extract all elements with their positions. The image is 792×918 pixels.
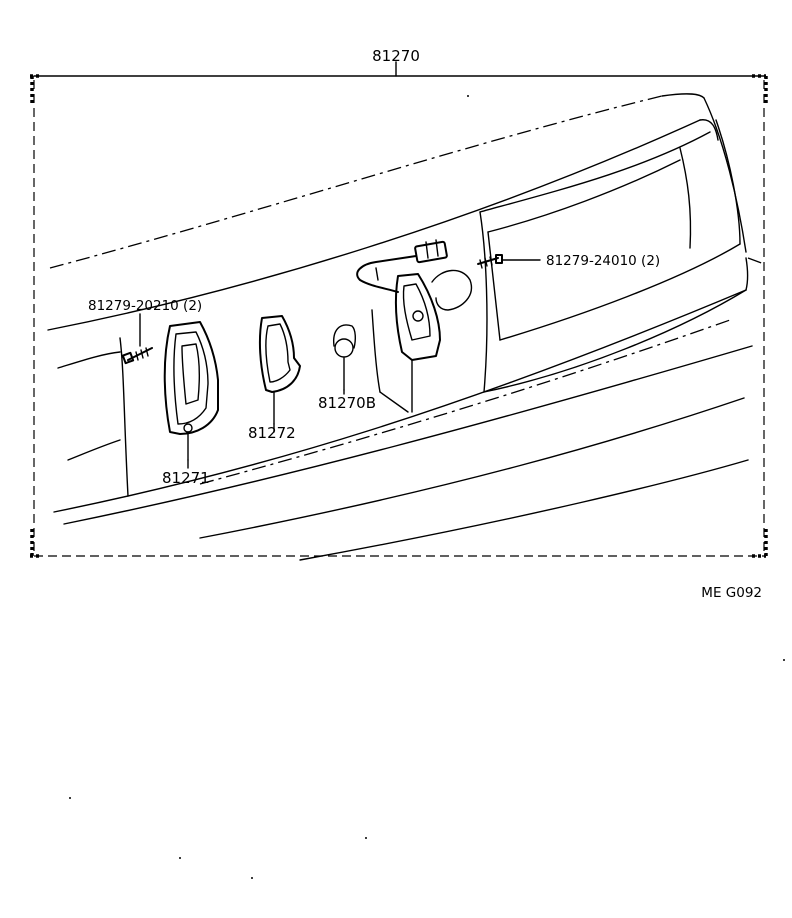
lamp-housing-icon [163,321,219,461]
screw-right-icon [477,254,541,269]
bulb-icon [333,324,357,391]
gasket-label: 81272 [248,424,296,442]
leader-lines [187,389,345,469]
housing-label: 81271 [162,469,210,487]
trunk-lid-outline [47,93,765,561]
assembly-frame [30,61,768,558]
assembly-part-label: 81270 [372,47,420,65]
screw-left-icon [121,313,153,365]
gasket-icon [258,315,301,425]
bulb-label: 81270B [318,394,376,412]
screw-right-label: 81279-24010 (2) [546,253,660,269]
figure-code-label: ME G092 [701,585,762,601]
socket-wire-harness-icon [356,239,473,413]
scan-specks [69,95,785,879]
screw-left-label: 81279-20210 (2) [88,298,202,314]
